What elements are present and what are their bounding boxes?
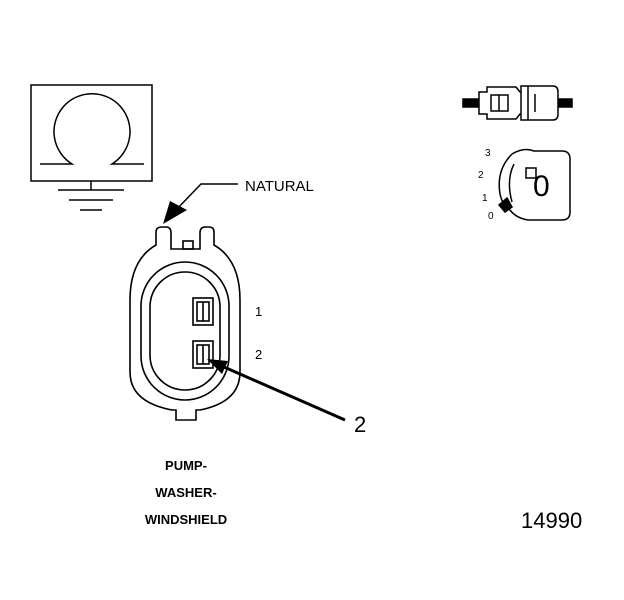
terminal-2-leader [207,359,346,422]
connector-name-line: WINDSHIELD [144,512,228,527]
connector-name-line: WASHER- [155,485,217,500]
terminal-callout: 2 [354,412,367,437]
pin-1-label: 1 [255,304,263,319]
connector-side-view-icon [462,85,573,121]
figure-number: 14990 [521,508,583,533]
pin-2-label: 2 [255,347,263,362]
connector-name-line: PUMP- [165,458,207,473]
natural-leader [163,183,238,224]
position-label: 2 [478,170,484,181]
position-label: 0 [488,211,494,222]
position-label: 1 [482,193,488,204]
position-lock-icon [497,148,571,221]
omega-ground-icon [30,84,153,211]
connector-face [129,226,241,421]
position-label: 3 [485,148,491,159]
color-callout: NATURAL [245,178,314,195]
position-indicator: 0 [533,170,550,203]
